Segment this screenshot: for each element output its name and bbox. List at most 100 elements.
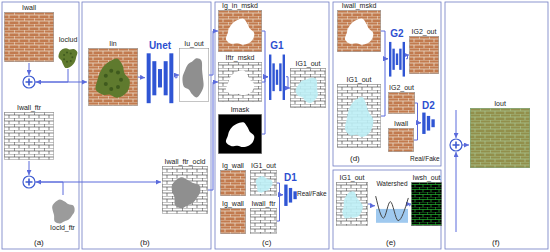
completed-region bbox=[342, 191, 362, 218]
leaf-dot bbox=[116, 85, 120, 89]
completed-region bbox=[296, 78, 318, 103]
image-label: Iftr_mskd bbox=[226, 54, 255, 62]
node-picture bbox=[409, 36, 439, 74]
node-picture bbox=[4, 12, 54, 62]
node-picture bbox=[179, 48, 209, 102]
flow-arrow bbox=[36, 69, 68, 82]
flow-arrow bbox=[209, 31, 218, 75]
image-label: IG1_out bbox=[340, 174, 365, 182]
flow-arrow bbox=[409, 204, 411, 206]
node-picture bbox=[336, 182, 368, 226]
leaf-dot bbox=[70, 52, 72, 54]
image-tile: Ig_wall bbox=[220, 200, 246, 234]
node-picture bbox=[88, 48, 138, 106]
occlusion-blob bbox=[182, 58, 203, 97]
node-picture bbox=[57, 44, 79, 68]
flow-arrow bbox=[414, 123, 421, 140]
image-tile: Iout bbox=[470, 100, 530, 168]
image-label: Iwall_ftr_ocld bbox=[165, 158, 206, 166]
layer-block bbox=[431, 119, 434, 127]
network-name: D2 bbox=[422, 100, 435, 112]
panel-label: (f) bbox=[492, 238, 500, 247]
flow-arrow bbox=[368, 204, 375, 206]
image-label: IG2_out bbox=[412, 28, 437, 36]
network-block: Unet bbox=[145, 40, 175, 104]
node-picture bbox=[145, 52, 175, 105]
flow-arrow bbox=[262, 31, 268, 77]
brick-wall-image bbox=[388, 92, 415, 113]
network-block: D2 bbox=[421, 100, 436, 134]
wall-feature-image bbox=[337, 84, 381, 147]
leaf-dot bbox=[104, 74, 108, 78]
node-picture bbox=[4, 112, 54, 160]
layer-block bbox=[389, 41, 391, 76]
network-name: D1 bbox=[284, 172, 297, 184]
image-tile: Iwall bbox=[388, 120, 414, 152]
completed-region bbox=[345, 97, 373, 137]
network-name: G2 bbox=[390, 28, 403, 40]
layer-block bbox=[272, 63, 274, 91]
image-label: Ig_wall bbox=[222, 200, 244, 208]
image-label: Iwall_mskd bbox=[342, 2, 377, 10]
node-picture bbox=[268, 52, 286, 103]
leaf-dot bbox=[66, 61, 68, 63]
node-picture bbox=[388, 92, 415, 114]
layer-block bbox=[284, 184, 287, 205]
network-block: G1 bbox=[268, 40, 286, 102]
flow-arrow bbox=[35, 82, 87, 83]
node-picture bbox=[250, 170, 277, 196]
flow-arrow bbox=[36, 182, 63, 195]
plus-sign bbox=[453, 142, 460, 149]
image-label: IG2_out bbox=[389, 84, 414, 92]
masked-region bbox=[226, 70, 254, 95]
layer-block bbox=[396, 53, 398, 65]
leaf-dot bbox=[119, 78, 123, 82]
terrain-curve bbox=[376, 197, 409, 221]
layer-block bbox=[399, 48, 401, 69]
wall-feature-image bbox=[218, 62, 262, 101]
node-picture bbox=[283, 184, 298, 207]
panel-frame bbox=[2, 2, 79, 249]
node-picture bbox=[337, 10, 381, 52]
node-picture bbox=[250, 208, 277, 234]
mask-image bbox=[218, 114, 262, 153]
panel-frame bbox=[215, 2, 329, 249]
image-tile: Imask bbox=[218, 106, 262, 154]
brick-wall-image bbox=[388, 128, 414, 151]
image-tile: Iwsh_out bbox=[411, 174, 442, 226]
node-picture bbox=[375, 187, 409, 224]
brick-wall-image bbox=[88, 48, 138, 105]
node-picture bbox=[162, 166, 208, 214]
image-label: Iocld_ftr bbox=[50, 224, 75, 232]
layer-block bbox=[169, 53, 173, 103]
network-block: G2 bbox=[388, 28, 406, 78]
image-label: Iin bbox=[109, 40, 116, 48]
panel-frame bbox=[82, 2, 211, 249]
color-overlay bbox=[470, 108, 530, 168]
layer-block bbox=[283, 54, 285, 99]
brick-wall-image bbox=[337, 10, 381, 51]
image-tile: IG1_out bbox=[250, 162, 277, 196]
panel-label: (e) bbox=[386, 238, 396, 247]
layer-block bbox=[279, 63, 281, 91]
panel-label: (d) bbox=[350, 154, 360, 163]
layer-block bbox=[152, 61, 156, 95]
flow-arrow bbox=[415, 103, 421, 123]
output-label: Real/Fake bbox=[410, 155, 440, 162]
plus-sign bbox=[26, 79, 33, 86]
image-tile: Iin bbox=[88, 40, 138, 106]
image-tile: Ig_in_mskd bbox=[218, 2, 262, 52]
layer-block bbox=[403, 41, 405, 76]
panel-label: (a) bbox=[34, 238, 44, 247]
image-tile: IG2_out bbox=[388, 84, 415, 114]
node-picture bbox=[218, 10, 262, 52]
brick-wall-image bbox=[220, 208, 246, 233]
layer-block bbox=[147, 53, 151, 103]
flow-arrow bbox=[381, 59, 388, 116]
occluder-image bbox=[96, 58, 130, 97]
layer-block bbox=[422, 112, 425, 133]
image-tile: Iu_out bbox=[179, 40, 209, 102]
flow-arrow bbox=[35, 182, 161, 183]
image-label: IG1_out bbox=[347, 76, 372, 84]
image-tile: Iftr_mskd bbox=[218, 54, 262, 102]
